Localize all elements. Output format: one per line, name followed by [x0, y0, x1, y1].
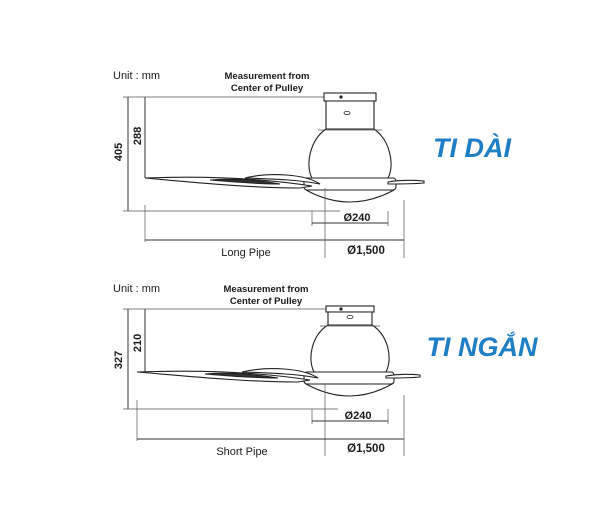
pipe-tag: TI DÀI [433, 132, 511, 163]
measurement-label-line2: Center of Pulley [231, 83, 304, 94]
blade-center [241, 368, 319, 379]
light-kit [305, 383, 395, 397]
drop-height-value: 288 [132, 127, 144, 145]
ceiling-canopy [323, 92, 377, 102]
downrod-housing [325, 100, 375, 130]
total-height-value: 405 [113, 143, 125, 161]
diagram-short-pipe: Unit : mm Measurement from Center of Pul… [113, 283, 538, 458]
drop-height-value: 210 [132, 334, 144, 352]
pipe-label: Long Pipe [221, 247, 271, 259]
pipe-label: Short Pipe [216, 446, 267, 458]
diagram-long-pipe: Unit : mm Measurement from Center of Pul… [113, 70, 511, 259]
unit-label: Unit : mm [113, 283, 160, 295]
motor-housing [310, 324, 390, 373]
light-diameter-value: Ø240 [344, 212, 371, 224]
unit-label: Unit : mm [113, 70, 160, 82]
light-kit [305, 189, 395, 203]
span-value: Ø1,500 [347, 443, 385, 455]
measurement-label-line2: Center of Pulley [230, 296, 303, 307]
motor-housing [308, 128, 392, 179]
blade-center [244, 174, 321, 185]
blade-right [387, 179, 425, 185]
measurement-label-line1: Measurement from [224, 284, 309, 295]
total-height-value: 327 [113, 351, 125, 369]
blade-right [385, 373, 421, 379]
light-diameter-value: Ø240 [345, 410, 372, 422]
pipe-tag: TI NGẮN [427, 331, 538, 362]
blade-left [136, 370, 311, 383]
span-value: Ø1,500 [347, 245, 385, 257]
measurement-label-line1: Measurement from [225, 71, 310, 82]
ceiling-canopy [325, 305, 375, 313]
blade-left [144, 176, 313, 189]
